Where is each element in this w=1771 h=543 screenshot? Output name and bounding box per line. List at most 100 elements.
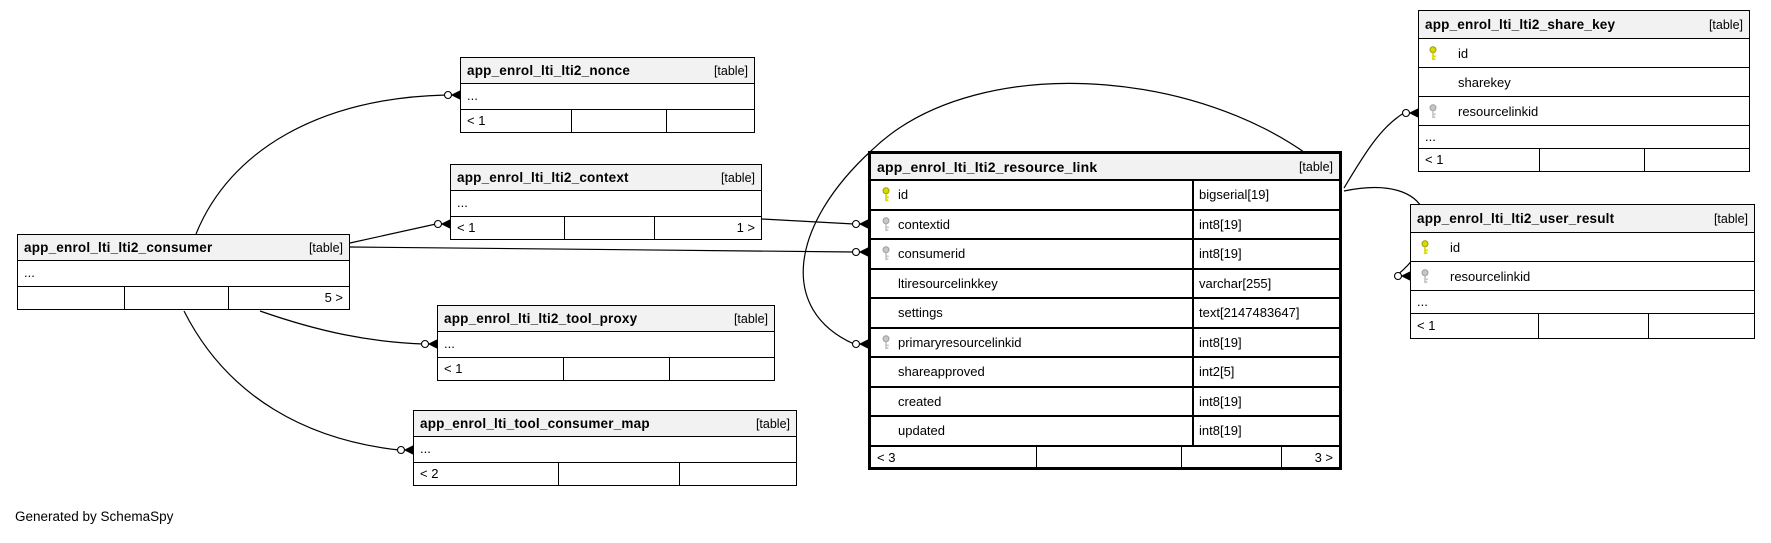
column-row: primaryresourcelinkid int8[19] bbox=[871, 328, 1339, 358]
primary-key-icon bbox=[881, 187, 898, 202]
column-name: sharekey bbox=[1458, 74, 1511, 90]
relationship-consumer-tool-proxy bbox=[259, 310, 424, 345]
fk-terminator-primaryresourcelinkid bbox=[851, 339, 869, 349]
table-header[interactable]: app_enrol_lti_lti2_resource_link [table] bbox=[871, 154, 1339, 181]
primary-key-icon bbox=[1420, 239, 1450, 255]
fk-terminator-consumer-map bbox=[396, 445, 414, 455]
table-name[interactable]: app_enrol_lti_lti2_user_result bbox=[1417, 211, 1615, 226]
column-row: sharekey bbox=[1419, 68, 1749, 97]
column-row: resourcelinkid bbox=[1411, 262, 1754, 291]
table-footer: < 1 bbox=[1411, 314, 1754, 338]
elided-columns-row: ... bbox=[1411, 291, 1754, 314]
column-type: int2[5] bbox=[1192, 358, 1339, 386]
column-name: id bbox=[1450, 239, 1461, 255]
foreign-key-icon bbox=[1420, 268, 1450, 284]
generator-note: Generated by SchemaSpy bbox=[15, 509, 174, 524]
column-type: int8[19] bbox=[1192, 210, 1339, 238]
table-header[interactable]: app_enrol_lti_lti2_tool_proxy [table] bbox=[438, 306, 774, 332]
column-row: resourcelinkid bbox=[1419, 97, 1749, 126]
column-name: primaryresourcelinkid bbox=[898, 334, 1022, 350]
table-name[interactable]: app_enrol_lti_lti2_share_key bbox=[1425, 17, 1616, 32]
column-type: int8[19] bbox=[1192, 387, 1339, 415]
parent-count: < 1 bbox=[1417, 318, 1436, 333]
primary-key-icon bbox=[1428, 45, 1458, 61]
elided-columns-row: ... bbox=[414, 437, 796, 463]
relationship-consumer-nonce bbox=[195, 94, 447, 235]
table-app-enrol-lti-lti2-resource-link: app_enrol_lti_lti2_resource_link [table]… bbox=[868, 151, 1342, 470]
fk-terminator-user-result bbox=[1393, 271, 1411, 281]
column-type: varchar[255] bbox=[1192, 269, 1339, 297]
fk-terminator-consumerid bbox=[851, 247, 869, 257]
fk-terminator-context bbox=[433, 219, 451, 229]
table-header[interactable]: app_enrol_lti_lti2_share_key [table] bbox=[1419, 11, 1749, 39]
column-row: contextid int8[19] bbox=[871, 210, 1339, 240]
table-header[interactable]: app_enrol_lti_lti2_user_result [table] bbox=[1411, 205, 1754, 233]
relationship-consumer-resource-link bbox=[349, 246, 855, 253]
table-name[interactable]: app_enrol_lti_tool_consumer_map bbox=[420, 416, 650, 431]
fk-terminator-share-key bbox=[1401, 108, 1419, 118]
table-app-enrol-lti-lti2-context: app_enrol_lti_lti2_context [table] ... <… bbox=[450, 164, 762, 240]
elided-columns-row: ... bbox=[18, 261, 349, 287]
column-row: created int8[19] bbox=[871, 387, 1339, 417]
column-row: consumerid int8[19] bbox=[871, 240, 1339, 270]
foreign-key-icon bbox=[881, 217, 898, 232]
foreign-key-icon bbox=[881, 246, 898, 261]
column-type: int8[19] bbox=[1192, 417, 1339, 445]
column-type: int8[19] bbox=[1192, 240, 1339, 268]
table-name[interactable]: app_enrol_lti_lti2_consumer bbox=[24, 240, 213, 255]
column-name: id bbox=[898, 187, 909, 203]
parent-count: < 2 bbox=[420, 466, 439, 481]
column-type: bigserial[19] bbox=[1192, 181, 1339, 209]
column-row: updated int8[19] bbox=[871, 417, 1339, 447]
table-footer: < 2 bbox=[414, 463, 796, 485]
elided-columns-row: ... bbox=[1419, 126, 1749, 149]
table-header[interactable]: app_enrol_lti_lti2_nonce [table] bbox=[461, 58, 754, 84]
table-name[interactable]: app_enrol_lti_lti2_tool_proxy bbox=[444, 311, 638, 326]
elided-columns-row: ... bbox=[451, 191, 761, 217]
column-name: id bbox=[1458, 45, 1469, 61]
table-tag: [table] bbox=[1713, 211, 1748, 226]
child-count: 1 > bbox=[736, 220, 755, 235]
column-type: int8[19] bbox=[1192, 328, 1339, 356]
table-footer: < 1 1 > bbox=[451, 217, 761, 239]
fk-terminator-contextid bbox=[851, 219, 869, 229]
table-footer: < 3 3 > bbox=[871, 446, 1339, 468]
table-tag: [table] bbox=[733, 311, 768, 326]
elided-columns-row: ... bbox=[461, 84, 754, 110]
child-count: 3 > bbox=[1314, 449, 1333, 465]
table-name[interactable]: app_enrol_lti_lti2_context bbox=[457, 170, 629, 185]
column-name: shareapproved bbox=[898, 364, 985, 380]
parent-count: < 1 bbox=[1425, 152, 1444, 167]
table-app-enrol-lti-lti2-consumer: app_enrol_lti_lti2_consumer [table] ... … bbox=[17, 234, 350, 310]
parent-count: < 1 bbox=[467, 113, 486, 128]
table-name[interactable]: app_enrol_lti_lti2_nonce bbox=[467, 63, 631, 78]
table-app-enrol-lti-lti2-share-key: app_enrol_lti_lti2_share_key [table] id … bbox=[1418, 10, 1750, 172]
relationship-consumer-context bbox=[349, 223, 437, 244]
table-app-enrol-lti-lti2-tool-proxy: app_enrol_lti_lti2_tool_proxy [table] ..… bbox=[437, 305, 775, 381]
table-footer: < 1 bbox=[461, 110, 754, 132]
column-name: consumerid bbox=[898, 246, 966, 262]
table-name[interactable]: app_enrol_lti_lti2_resource_link bbox=[877, 158, 1098, 175]
table-tag: [table] bbox=[308, 240, 343, 255]
fk-terminator-tool-proxy bbox=[420, 339, 438, 349]
column-row: id bigserial[19] bbox=[871, 181, 1339, 211]
foreign-key-icon bbox=[881, 335, 898, 350]
table-app-enrol-lti-lti2-nonce: app_enrol_lti_lti2_nonce [table] ... < 1 bbox=[460, 57, 755, 133]
table-tag: [table] bbox=[720, 170, 755, 185]
relationship-context-resource-link bbox=[761, 218, 855, 225]
elided-columns-row: ... bbox=[438, 332, 774, 358]
fk-terminator-nonce bbox=[443, 90, 461, 100]
table-tag: [table] bbox=[1298, 159, 1333, 174]
column-row: id bbox=[1419, 39, 1749, 68]
table-tag: [table] bbox=[755, 416, 790, 431]
parent-count: < 3 bbox=[877, 449, 896, 465]
table-header[interactable]: app_enrol_lti_lti2_consumer [table] bbox=[18, 235, 349, 261]
table-footer: 5 > bbox=[18, 287, 349, 309]
column-name: resourcelinkid bbox=[1450, 268, 1531, 284]
table-tag: [table] bbox=[1708, 17, 1743, 32]
table-app-enrol-lti-lti2-user-result: app_enrol_lti_lti2_user_result [table] i… bbox=[1410, 204, 1755, 339]
table-header[interactable]: app_enrol_lti_lti2_context [table] bbox=[451, 165, 761, 191]
table-header[interactable]: app_enrol_lti_tool_consumer_map [table] bbox=[414, 411, 796, 437]
column-row: settings text[2147483647] bbox=[871, 299, 1339, 329]
